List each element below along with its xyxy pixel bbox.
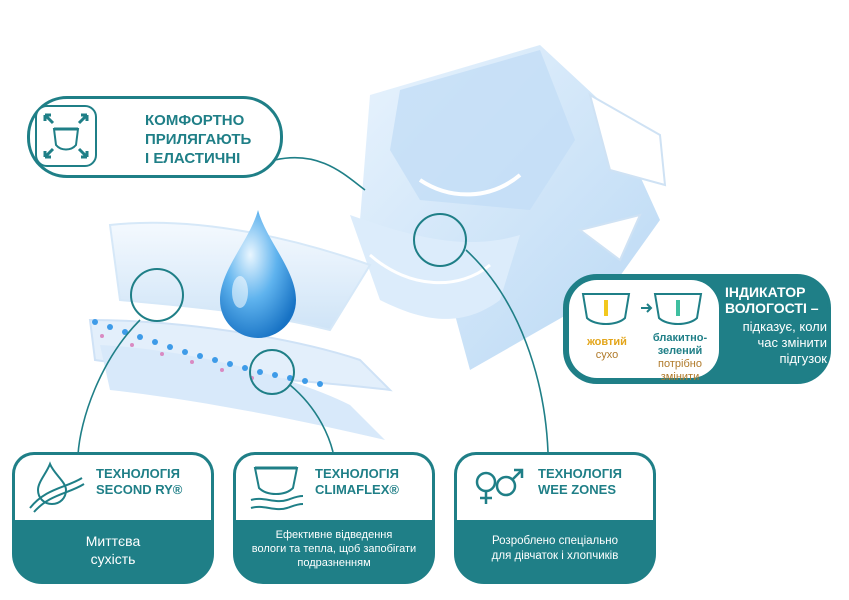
wee-zones-desc-line-2: для дівчаток і хлопчиків	[491, 550, 619, 562]
connector-lines	[77, 156, 549, 456]
wee-zones-title: ТЕХНОЛОГІЯ WEE ZONES	[538, 466, 622, 498]
indicator-title: ІНДИКАТОР ВОЛОГОСТІ –	[725, 284, 827, 316]
second-dry-title: ТЕХНОЛОГІЯ SECOND RY®	[96, 466, 182, 498]
indicator-desc-line-3: підгузок	[779, 351, 828, 366]
climaflex-desc: Ефективне відведення вологи та тепла, що…	[233, 520, 435, 584]
comfort-title-line-3: І ЕЛАСТИЧНІ	[145, 150, 241, 167]
climaflex-title-line-2: CLIMAFLEX®	[315, 482, 399, 497]
comfort-title-line-1: КОМФОРТНО	[145, 112, 245, 129]
callout-ring-channels	[413, 213, 467, 267]
second-dry-desc: Миттєва сухість	[12, 520, 214, 584]
second-dry-card-top	[12, 452, 214, 520]
wet-label: блакитно- зелений потрібно змінити	[645, 332, 715, 384]
bead-layer	[92, 319, 323, 387]
wee-zones-card-top	[454, 452, 656, 520]
wee-zones-desc-line-1: Розроблено спеціально	[492, 535, 618, 547]
second-dry-card: ТЕХНОЛОГІЯ SECOND RY® Миттєва сухість	[12, 452, 214, 584]
second-dry-title-line-2: SECOND RY®	[96, 482, 183, 497]
droplet-curve-icon	[26, 458, 86, 516]
wet-color-name-1: блакитно-	[652, 332, 708, 344]
wee-zones-card: ТЕХНОЛОГІЯ WEE ZONES Розроблено спеціаль…	[454, 452, 656, 584]
second-dry-desc-line-2: сухість	[90, 551, 136, 567]
climaflex-card-top	[233, 452, 435, 520]
climaflex-desc-line-1: Ефективне відведення	[275, 529, 393, 541]
comfort-fit-badge: КОМФОРТНО ПРИЛЯГАЮТЬ І ЕЛАСТИЧНІ	[27, 96, 283, 178]
callout-ring-topsheet	[130, 268, 184, 322]
climaflex-desc-line-3: подразненням	[297, 557, 371, 569]
wee-zones-title-line-1: ТЕХНОЛОГІЯ	[538, 466, 623, 481]
wee-zones-title-line-2: WEE ZONES	[538, 482, 617, 497]
wet-color-name-2: зелений	[657, 345, 703, 357]
wee-zones-desc: Розроблено спеціально для дівчаток і хло…	[454, 520, 656, 584]
wet-state-1: потрібно	[658, 358, 702, 370]
diaper-airflow-icon	[245, 458, 307, 516]
gender-symbols-icon	[468, 460, 528, 514]
climaflex-card: ТЕХНОЛОГІЯ CLIMAFLEX® Ефективне відведен…	[233, 452, 435, 584]
climaflex-title: ТЕХНОЛОГІЯ CLIMAFLEX®	[315, 466, 399, 498]
diaper-wetness-indicator-icon	[575, 286, 713, 330]
climaflex-title-line-1: ТЕХНОЛОГІЯ	[315, 466, 400, 481]
diaper-arrows-icon	[35, 105, 97, 167]
wetness-indicator-badge: жовтий сухо блакитно- зелений потрібно з…	[563, 274, 831, 384]
comfort-title-line-2: ПРИЛЯГАЮТЬ	[145, 131, 252, 148]
indicator-desc-line-1: підказує, коли	[742, 319, 827, 334]
indicator-title-line-1: ІНДИКАТОР	[725, 284, 806, 300]
second-dry-desc-line-1: Миттєва	[85, 533, 141, 549]
indicator-title-line-2: ВОЛОГОСТІ –	[725, 300, 819, 316]
dry-label: жовтий сухо	[577, 336, 637, 362]
wet-state-2: змінити	[660, 371, 700, 383]
comfort-fit-title: КОМФОРТНО ПРИЛЯГАЮТЬ І ЕЛАСТИЧНІ	[145, 111, 251, 168]
climaflex-desc-line-2: вологи та тепла, щоб запобігати	[251, 543, 417, 555]
indicator-desc: підказує, коли час змінити підгузок	[725, 319, 827, 367]
dry-color-name: жовтий	[587, 336, 627, 348]
dry-state: сухо	[595, 349, 619, 361]
second-dry-title-line-1: ТЕХНОЛОГІЯ	[96, 466, 181, 481]
callout-ring-beads	[249, 349, 295, 395]
indicator-desc-line-2: час змінити	[757, 335, 827, 350]
